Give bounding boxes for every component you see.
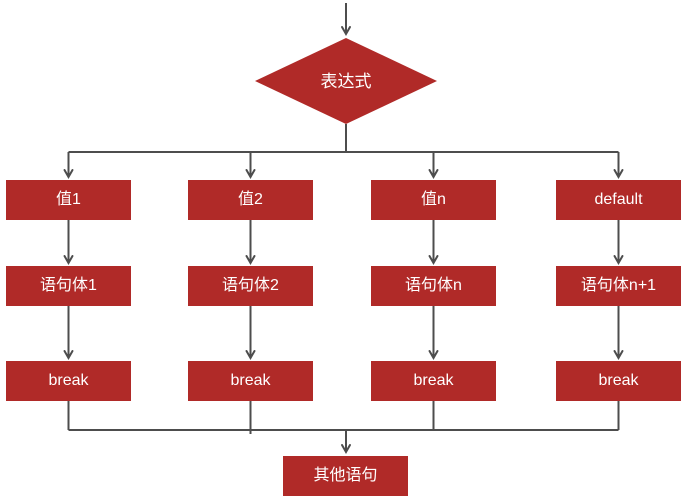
body-node-4: 语句体n+1 [556,266,681,306]
case-node-2: 值2 [188,180,313,220]
end-node: 其他语句 [283,456,408,496]
body-node-2: 语句体2 [188,266,313,306]
break-node-4: break [556,361,681,401]
case-node-default: default [556,180,681,220]
case-node-3: 值n [371,180,496,220]
decision-label: 表达式 [320,71,372,91]
break-node-2: break [188,361,313,401]
body-node-3: 语句体n [371,266,496,306]
break-node-3: break [371,361,496,401]
body-node-1: 语句体1 [6,266,131,306]
case-node-1: 值1 [6,180,131,220]
break-node-1: break [6,361,131,401]
